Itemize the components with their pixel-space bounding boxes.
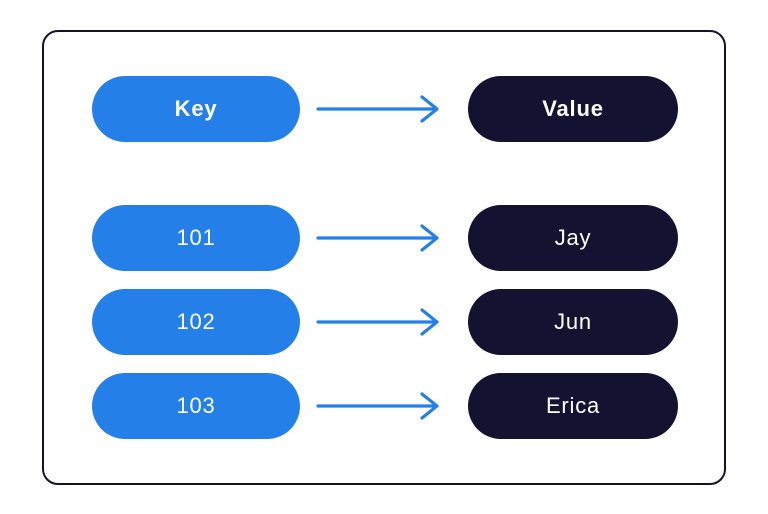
map-row: 101 Jay	[92, 205, 678, 271]
key-pill-102: 102	[92, 289, 301, 355]
value-label: Jun	[554, 309, 592, 334]
value-pill-erica: Erica	[468, 373, 678, 439]
value-header-pill: Value	[468, 76, 678, 142]
value-pill-jun: Jun	[468, 289, 678, 355]
value-label: Jay	[554, 225, 592, 250]
right-arrow-icon	[316, 308, 439, 336]
key-label: 103	[176, 393, 216, 418]
value-label: Erica	[545, 393, 601, 418]
key-label: 101	[176, 225, 216, 250]
right-arrow-icon	[316, 95, 439, 123]
map-row: 103 Erica	[92, 373, 678, 439]
map-frame: Key Value 101 Jay 102	[42, 30, 726, 485]
header-row: Key Value	[92, 76, 678, 142]
key-header-label: Key	[174, 96, 218, 121]
key-pill-101: 101	[92, 205, 301, 271]
map-row: 102 Jun	[92, 289, 678, 355]
value-pill-jay: Jay	[468, 205, 678, 271]
key-label: 102	[176, 309, 216, 334]
key-header-pill: Key	[92, 76, 301, 142]
value-header-label: Value	[542, 96, 604, 121]
right-arrow-icon	[316, 392, 439, 420]
right-arrow-icon	[316, 224, 439, 252]
key-pill-103: 103	[92, 373, 301, 439]
